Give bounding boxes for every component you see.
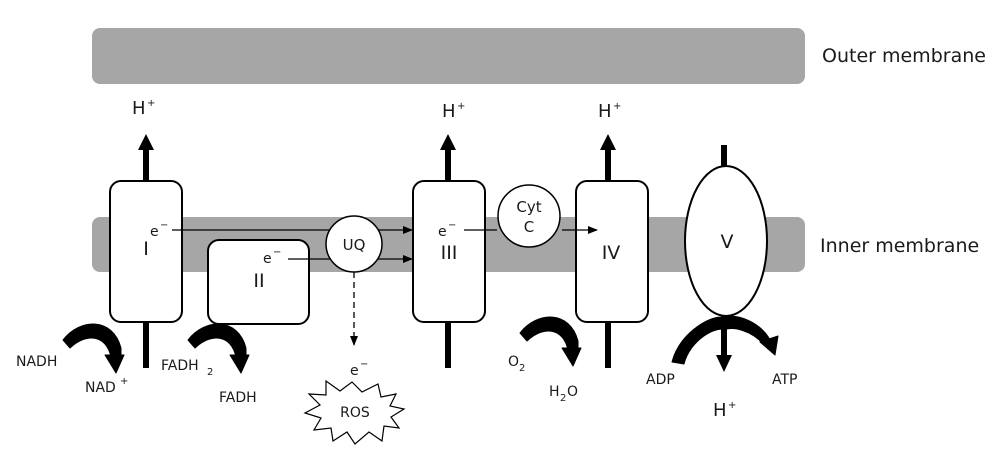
svg-text:+: +: [457, 101, 465, 112]
electron-label-iii: e −: [438, 220, 456, 240]
svg-text:2: 2: [207, 367, 213, 378]
inner-membrane-label: Inner membrane: [820, 235, 979, 257]
water-label: H 2 O: [549, 384, 578, 404]
svg-text:H: H: [598, 101, 612, 122]
proton-down-arrowhead: [716, 355, 732, 372]
svg-text:H: H: [442, 101, 456, 122]
svg-text:−: −: [448, 220, 456, 231]
complex-ii-label: II: [253, 270, 264, 292]
cytochrome-c-carrier: [497, 184, 561, 248]
svg-text:e: e: [263, 251, 272, 267]
ubiquinone-label: UQ: [343, 236, 366, 254]
complex-iii-label: III: [441, 242, 458, 264]
svg-text:+: +: [147, 98, 155, 109]
complex-i-label: I: [143, 238, 149, 260]
proton-label-i: H +: [132, 98, 155, 119]
nadh-label: NADH: [16, 354, 57, 370]
svg-text:NAD: NAD: [85, 380, 116, 396]
svg-text:e: e: [350, 363, 359, 379]
svg-text:−: −: [360, 359, 368, 370]
svg-text:H: H: [549, 384, 560, 400]
complex-ii: [207, 239, 310, 325]
proton-label-iii: H +: [442, 101, 465, 122]
cytochrome-c-label-line2: C: [524, 218, 534, 236]
svg-text:O: O: [508, 354, 519, 370]
complex-v: [684, 165, 768, 317]
complex-i: [109, 180, 183, 323]
ros-label: ROS: [340, 405, 370, 421]
complex-iii: [412, 180, 486, 323]
electron-label-i: e −: [150, 220, 168, 240]
svg-text:2: 2: [560, 393, 566, 404]
adp-label: ADP: [646, 372, 675, 388]
ros-starburst: [303, 379, 406, 445]
svg-text:H: H: [713, 400, 727, 421]
complex-v-label: V: [721, 231, 734, 253]
oxygen-label: O 2: [508, 354, 525, 374]
proton-label-v: H +: [713, 400, 736, 421]
svg-text:FADH: FADH: [161, 358, 199, 374]
fadh2-label: FADH 2: [161, 358, 213, 378]
svg-text:+: +: [613, 101, 621, 112]
atp-label: ATP: [772, 372, 797, 388]
svg-text:e: e: [150, 224, 159, 240]
svg-text:+: +: [728, 400, 736, 411]
svg-text:O: O: [567, 384, 578, 400]
reaction-curved-arrows: [62, 315, 779, 374]
complex-iv: [575, 180, 649, 323]
fadh-label: FADH: [219, 390, 257, 406]
svg-text:2: 2: [519, 363, 525, 374]
cytochrome-c-label-line1: Cyt: [516, 198, 541, 216]
proton-up-arrowheads: [138, 134, 616, 150]
electron-label-ros: e −: [350, 359, 368, 379]
ubiquinone-carrier: [325, 215, 383, 273]
svg-text:H: H: [132, 98, 146, 119]
svg-text:−: −: [273, 247, 281, 258]
svg-text:−: −: [160, 220, 168, 231]
proton-label-iv: H +: [598, 101, 621, 122]
nad-plus-label: NAD +: [85, 376, 128, 396]
complex-iv-label: IV: [602, 242, 621, 264]
outer-membrane: [92, 28, 805, 84]
svg-text:+: +: [120, 376, 128, 387]
electron-label-ii: e −: [263, 247, 281, 267]
outer-membrane-label: Outer membrane: [822, 45, 986, 67]
svg-text:e: e: [438, 224, 447, 240]
